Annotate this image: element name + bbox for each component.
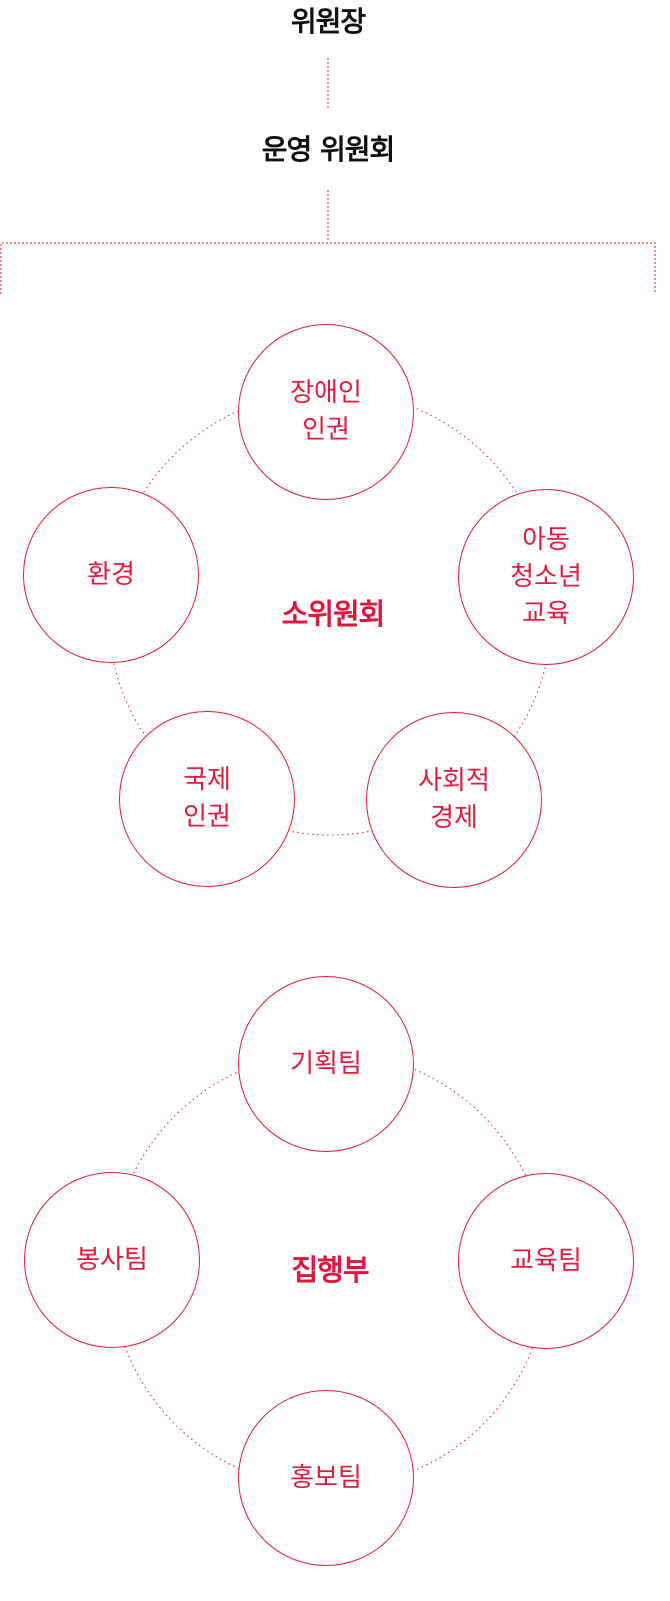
subcommittee-youth-education[interactable]: 아동 청소년 교육 bbox=[458, 489, 634, 665]
chair-title: 위원장 bbox=[290, 5, 366, 38]
subcommittee-environment[interactable]: 환경 bbox=[23, 487, 199, 663]
subcommittee-social-economy[interactable]: 사회적 경제 bbox=[366, 712, 542, 888]
steering-committee-title: 운영 위원회 bbox=[261, 133, 396, 166]
team-pr[interactable]: 홍보팀 bbox=[238, 1390, 414, 1566]
executive-label: 집행부 bbox=[291, 1253, 369, 1287]
branch-bracket bbox=[0, 242, 656, 294]
team-planning[interactable]: 기획팀 bbox=[238, 976, 414, 1152]
subcommittee-disability-rights[interactable]: 장애인 인권 bbox=[238, 324, 414, 500]
team-education[interactable]: 교육팀 bbox=[458, 1173, 634, 1349]
team-volunteer[interactable]: 봉사팀 bbox=[24, 1172, 200, 1348]
subcommittee-label: 소위원회 bbox=[281, 597, 386, 631]
subcommittee-international-rights[interactable]: 국제 인권 bbox=[119, 711, 295, 887]
